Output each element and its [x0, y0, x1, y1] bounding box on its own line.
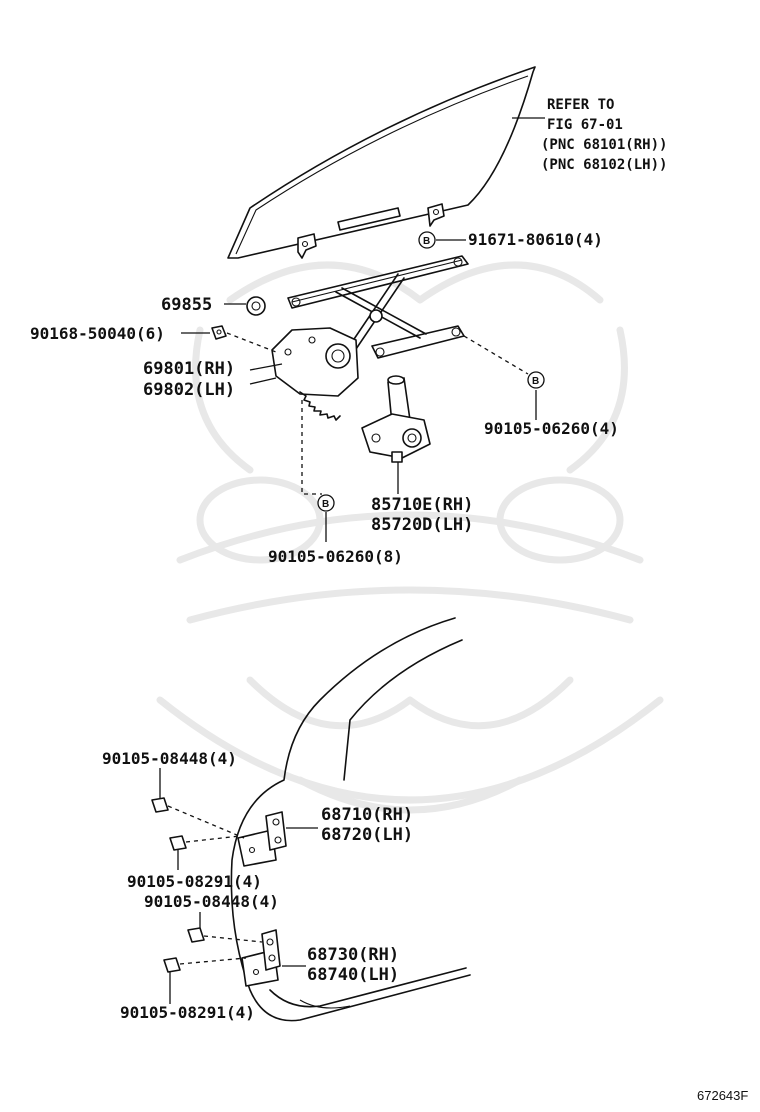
bolt-badge-90105-06260-4: B [527, 371, 545, 389]
label-90105-08448-a: 90105-08448(4) [102, 749, 237, 768]
reference-note-line3: (PNC 68101(RH)) [541, 137, 667, 153]
door-glass [227, 66, 536, 259]
label-68710: 68710(RH) [321, 805, 413, 825]
label-85710e: 85710E(RH) [371, 495, 473, 515]
figure-id: 672643F [697, 1088, 748, 1103]
label-90105-08448-b: 90105-08448(4) [144, 892, 279, 911]
reference-note: REFER TO FIG 67-01 (PNC 68101(RH)) (PNC … [541, 97, 667, 173]
label-68740: 68740(LH) [307, 965, 399, 985]
reference-note-line4: (PNC 68102(LH)) [541, 157, 667, 173]
lower-hinge [241, 929, 281, 987]
label-68720: 68720(LH) [321, 825, 413, 845]
bolt-90105-08448-a [151, 797, 169, 813]
label-69801: 69801(RH) [143, 359, 235, 379]
svg-text:B: B [423, 236, 430, 247]
bolt-90168 [211, 325, 227, 340]
label-90168-50040: 90168-50040(6) [30, 324, 165, 343]
svg-text:B: B [532, 376, 539, 387]
label-69802: 69802(LH) [143, 380, 235, 400]
label-90105-08291-b: 90105-08291(4) [120, 1003, 255, 1022]
watermark-emblem [156, 261, 664, 814]
bolt-badge-91671: B [418, 231, 436, 249]
reference-note-line1: REFER TO [547, 97, 614, 113]
regulator-motor [361, 375, 431, 463]
upper-hinge [237, 811, 287, 867]
window-regulator [271, 255, 469, 421]
label-90105-08291-a: 90105-08291(4) [127, 872, 262, 891]
door-outline [230, 617, 471, 1022]
grommet-69855 [246, 296, 266, 316]
label-91671-80610: 91671-80610(4) [468, 230, 603, 249]
label-90105-06260-8: 90105-06260(8) [268, 547, 403, 566]
bolt-90105-08291-a [169, 835, 187, 851]
bolt-90105-08448-b [187, 927, 205, 943]
label-69855: 69855 [161, 295, 212, 315]
label-85720d: 85720D(LH) [371, 515, 473, 535]
label-68730: 68730(RH) [307, 945, 399, 965]
bolt-badge-90105-06260-8: B [317, 494, 335, 512]
bolt-90105-08291-b [163, 957, 181, 973]
svg-text:B: B [322, 499, 329, 510]
reference-note-line2: FIG 67-01 [547, 117, 623, 133]
label-90105-06260-4: 90105-06260(4) [484, 419, 619, 438]
